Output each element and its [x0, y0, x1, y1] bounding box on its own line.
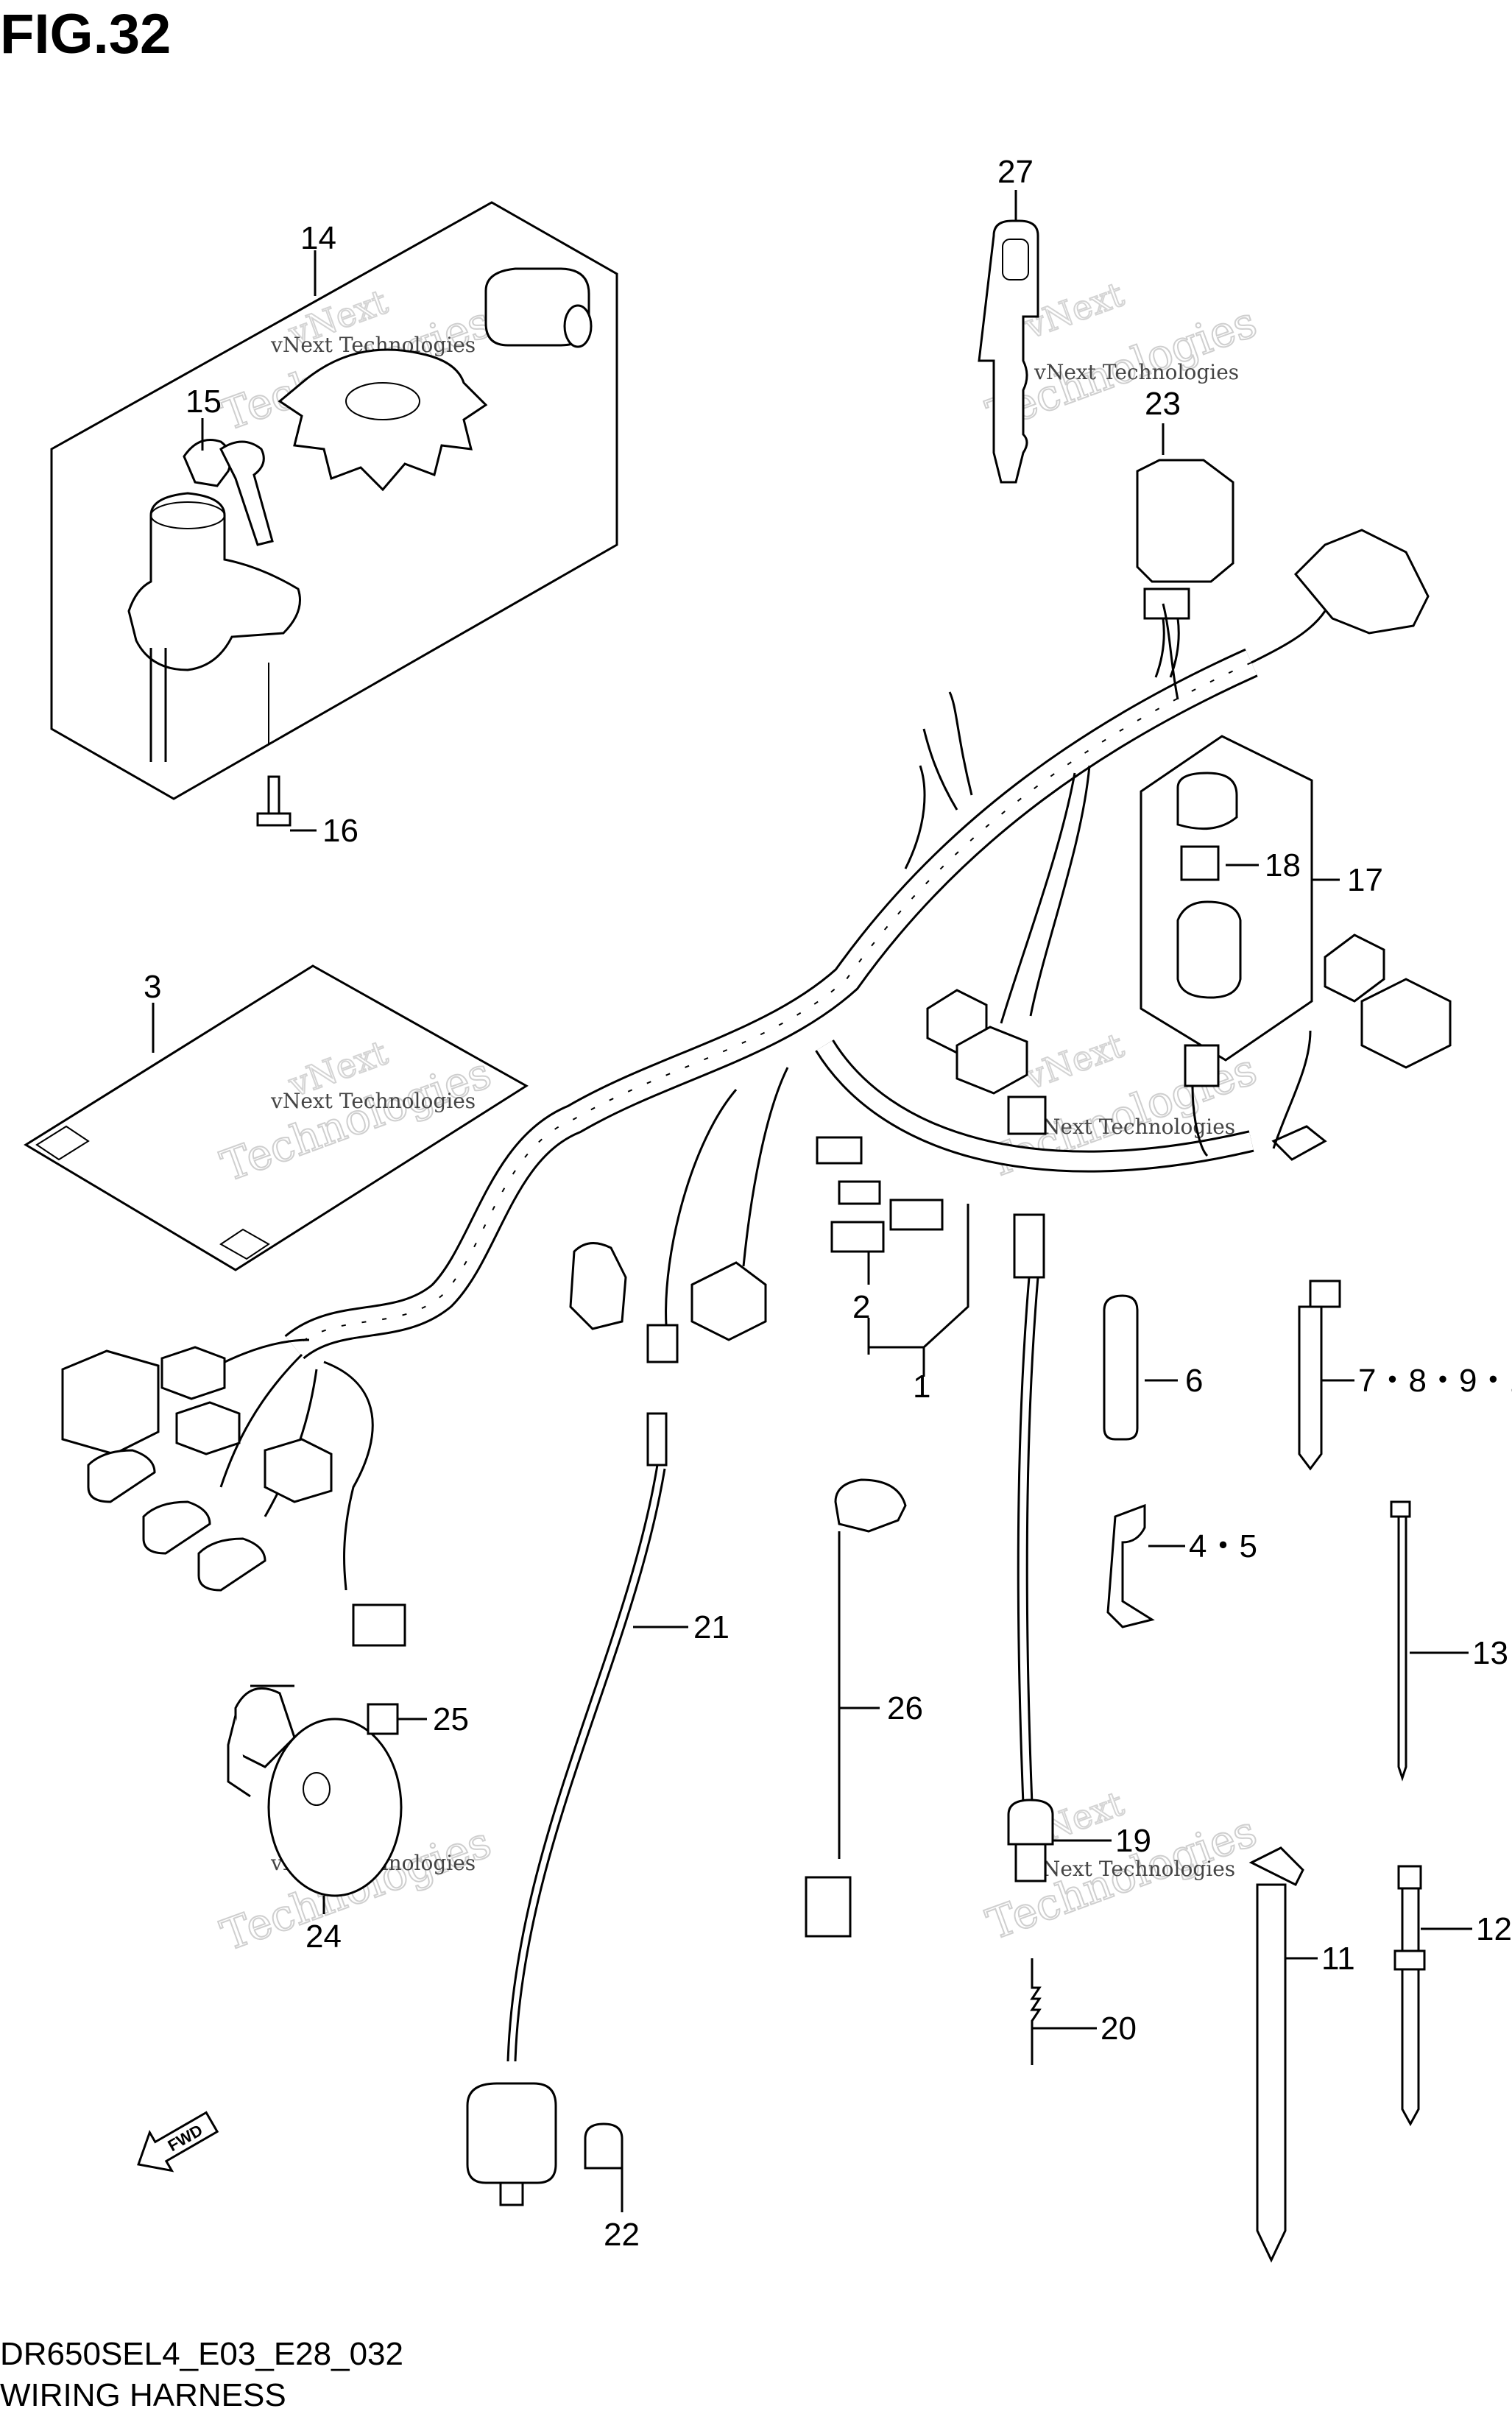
part-27-key [978, 190, 1039, 484]
watermark-text: vNext Technologies [270, 1089, 476, 1113]
callout-4-5: 4・5 [1189, 1528, 1257, 1564]
callout-11: 11 [1321, 1941, 1355, 1977]
callout-19: 19 [1115, 1823, 1151, 1859]
watermark-text: vNext Technologies [1034, 360, 1239, 384]
callout-13: 13 [1472, 1635, 1508, 1671]
callout-18: 18 [1265, 847, 1301, 883]
part-1-wiring-harness [61, 529, 1452, 1647]
callout-21: 21 [693, 1609, 729, 1645]
part-3-label-sheet [24, 964, 529, 1271]
callout-2: 2 [852, 1289, 870, 1325]
part-23-relay [1136, 423, 1234, 678]
callout-25: 25 [433, 1701, 469, 1737]
part-11-strap [1248, 1846, 1318, 2263]
part-4-5-clamp [1106, 1503, 1185, 1628]
part-21-side-stand-switch [466, 1412, 688, 2212]
watermark-text: vNext Technologies [1030, 1857, 1235, 1881]
callout-14: 14 [300, 220, 336, 256]
callout-3: 3 [144, 969, 161, 1005]
part-7-10-band [1298, 1280, 1354, 1471]
part-19-brake-switch [1007, 1213, 1112, 2065]
callout-7-10: 7・8・9・10 [1358, 1363, 1512, 1399]
watermark-text: vNext Technologies [1030, 1115, 1235, 1139]
diagram-code: DR650SEL4_E03_E28_032 [0, 2336, 403, 2372]
section-title: WIRING HARNESS [0, 2377, 286, 2413]
part-26-lead [805, 1478, 907, 1938]
part-6-clamp [1103, 1294, 1178, 1441]
callout-26: 26 [887, 1690, 923, 1726]
fwd-arrow-icon: FWD [137, 2111, 219, 2173]
callout-23: 23 [1145, 386, 1181, 422]
part-13-cable-tie [1390, 1500, 1469, 1782]
part-12-band-clamp [1393, 1865, 1472, 2127]
callout-24: 24 [305, 1919, 342, 1955]
callout-22: 22 [604, 2217, 640, 2253]
callout-1: 1 [913, 1369, 930, 1405]
callout-15: 15 [186, 384, 222, 420]
part-24-horn [227, 1684, 427, 1914]
callout-16: 16 [322, 813, 358, 849]
callout-27: 27 [997, 154, 1034, 190]
figure-title: FIG.32 [0, 3, 171, 66]
part-14-ignition-switch-set [50, 201, 618, 832]
callout-12: 12 [1476, 1911, 1512, 1947]
part-17-fuse-box [1140, 735, 1340, 1062]
watermark-vnext: vNext [1019, 1025, 1128, 1097]
callout-17: 17 [1347, 862, 1383, 898]
callout-20: 20 [1101, 2011, 1137, 2047]
callout-6: 6 [1185, 1363, 1203, 1399]
